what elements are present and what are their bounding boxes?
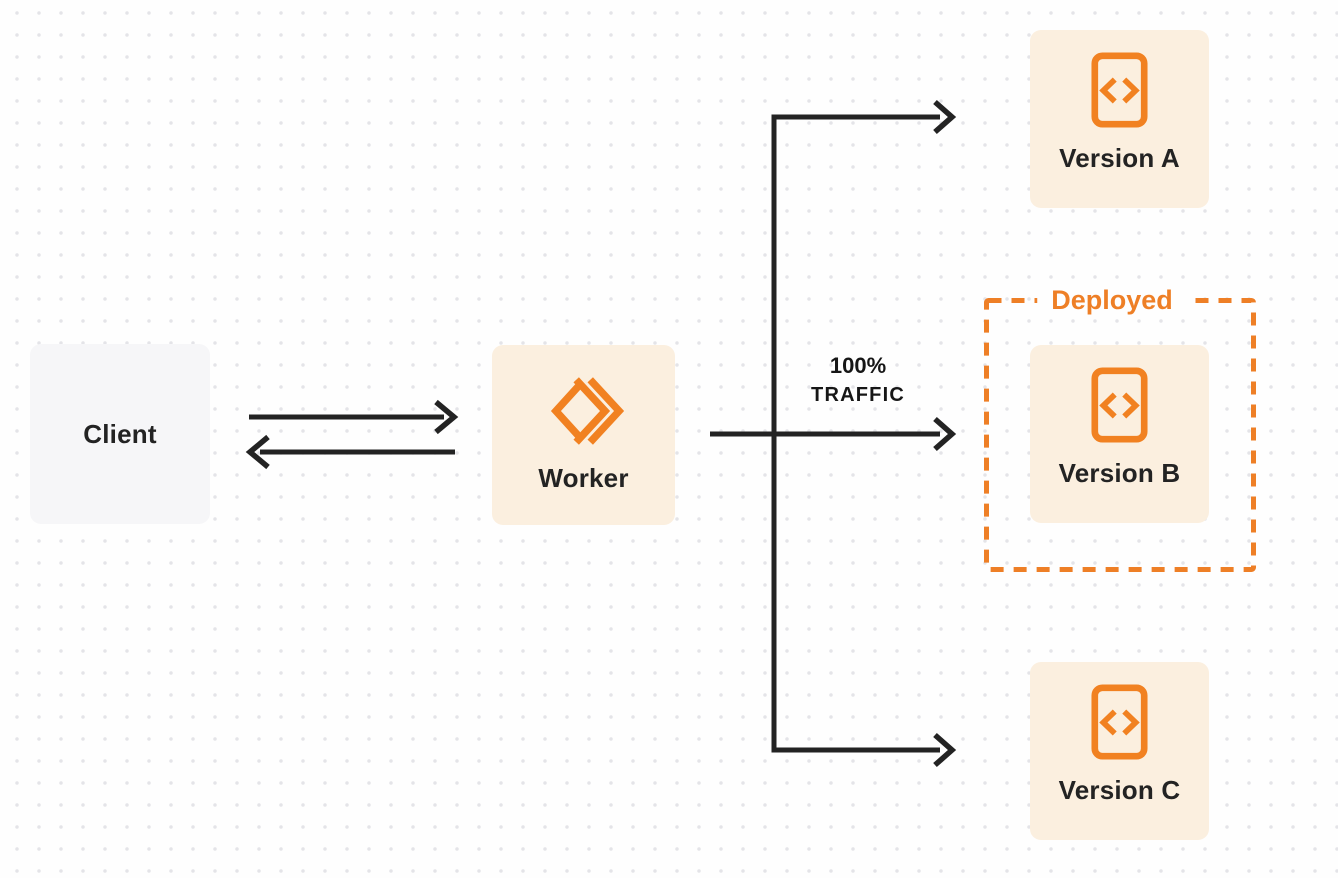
arrowhead-version-a (933, 99, 957, 135)
client-label: Client (83, 418, 157, 449)
version-a-node: Version A (1030, 30, 1209, 208)
code-document-icon (1091, 684, 1148, 760)
version-c-node: Version C (1030, 662, 1209, 840)
worker-to-version-b-arrow (710, 416, 957, 452)
version-a-label: Version A (1059, 143, 1180, 173)
worker-label: Worker (538, 463, 629, 493)
worker-node: Worker (492, 345, 675, 525)
version-c-label: Version C (1058, 775, 1181, 805)
code-document-icon (1091, 367, 1148, 443)
client-to-worker-arrow (249, 399, 459, 435)
code-document-icon (1091, 52, 1148, 128)
version-b-node: Version B (1030, 345, 1209, 523)
version-b-label: Version B (1058, 458, 1181, 488)
traffic-label: 100% TRAFFIC (811, 352, 905, 410)
traffic-percent: 100% (829, 353, 887, 378)
worker-to-client-arrow (245, 434, 455, 470)
deployed-badge: Deployed (1037, 284, 1187, 316)
cloudflare-worker-icon (550, 377, 624, 445)
arrowhead-version-c (933, 732, 957, 768)
traffic-word: TRAFFIC (811, 384, 905, 406)
client-node: Client (30, 344, 210, 524)
traffic-branch-trunk (771, 114, 940, 753)
